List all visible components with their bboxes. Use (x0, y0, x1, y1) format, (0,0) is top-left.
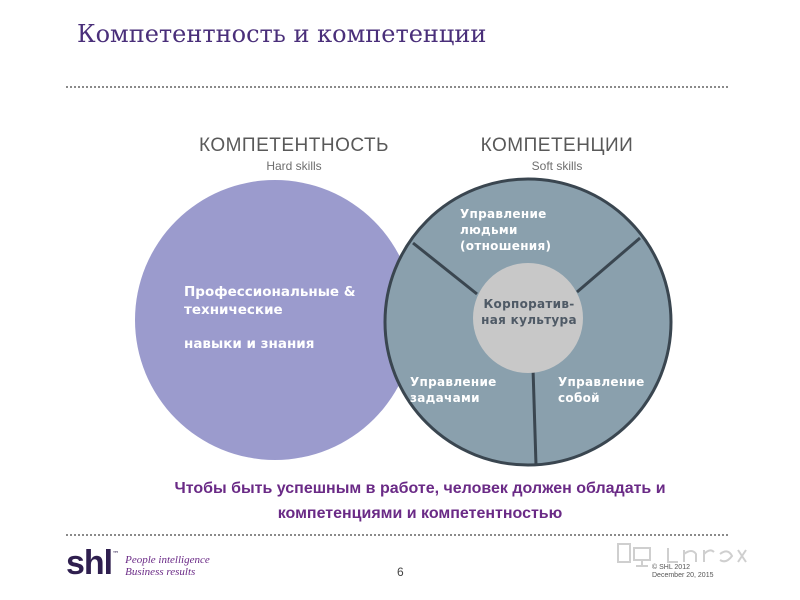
logo-mark: shl (66, 544, 113, 582)
segment-people-management: Управление людьми (отношения) (460, 206, 551, 254)
corporate-culture-text: Корпоратив- ная культура (474, 296, 584, 328)
logo-tagline-line-2: Business results (125, 566, 196, 578)
logo-tagline: People intelligence Business results (125, 554, 210, 578)
conclusion-line-1: Чтобы быть успешным в работе, человек до… (174, 480, 666, 497)
page-number: 6 (397, 565, 404, 579)
footer-note: © SHL 2012 December 20, 2015 (652, 564, 713, 580)
hard-skills-label: Hard skills (266, 159, 322, 173)
core-line-2: ная культура (481, 313, 577, 327)
corporate-culture-core (473, 263, 583, 373)
segment-divider-right (576, 236, 641, 294)
hard-skills-line-1: Профессиональные & (184, 284, 356, 300)
hard-skills-text: Профессиональные & технические навыки и … (184, 283, 356, 353)
watermark-logo-icon (617, 543, 747, 567)
competencies-title: КОМПЕТЕНЦИИ (480, 135, 634, 156)
segment-task-management: Управление задачами (410, 374, 497, 406)
segment-top-line-2: людьми (460, 223, 518, 237)
segment-bottom-right-line-1: Управление (558, 375, 645, 389)
segment-self-management: Управление собой (558, 374, 645, 406)
hard-skills-line-3: навыки и знания (184, 336, 315, 352)
segment-divider-left (412, 241, 478, 296)
competence-title: КОМПЕТЕНТНОСТЬ (198, 135, 390, 156)
segment-divider-bottom (531, 367, 538, 466)
footer-date: December 20, 2015 (652, 572, 714, 579)
bottom-divider (66, 534, 728, 536)
core-line-1: Корпоратив- (483, 297, 575, 311)
hard-skills-circle (135, 180, 415, 460)
soft-skills-label: Soft skills (531, 159, 583, 173)
competencies-heading: КОМПЕТЕНЦИИ Soft skills (432, 134, 682, 174)
shl-logo: shl ™ People intelligence Business resul… (66, 544, 210, 582)
logo-tagline-line-1: People intelligence (125, 554, 210, 566)
top-divider (66, 86, 728, 88)
segment-bottom-left-line-1: Управление (410, 375, 497, 389)
hard-skills-line-2: технические (184, 302, 283, 318)
segment-bottom-right-line-2: собой (558, 391, 600, 405)
conclusion-text: Чтобы быть успешным в работе, человек до… (90, 476, 750, 526)
segment-bottom-left-line-2: задачами (410, 391, 480, 405)
copyright: © SHL 2012 (652, 564, 690, 571)
competence-heading: КОМПЕТЕНТНОСТЬ Hard skills (164, 134, 424, 174)
conclusion-line-2: компетенциями и компетентностью (277, 505, 563, 522)
segment-top-line-1: Управление (460, 207, 547, 221)
slide-title: Компетентность и компетенции (77, 20, 487, 48)
segment-top-line-3: (отношения) (460, 239, 552, 253)
logo-trademark: ™ (112, 550, 120, 558)
